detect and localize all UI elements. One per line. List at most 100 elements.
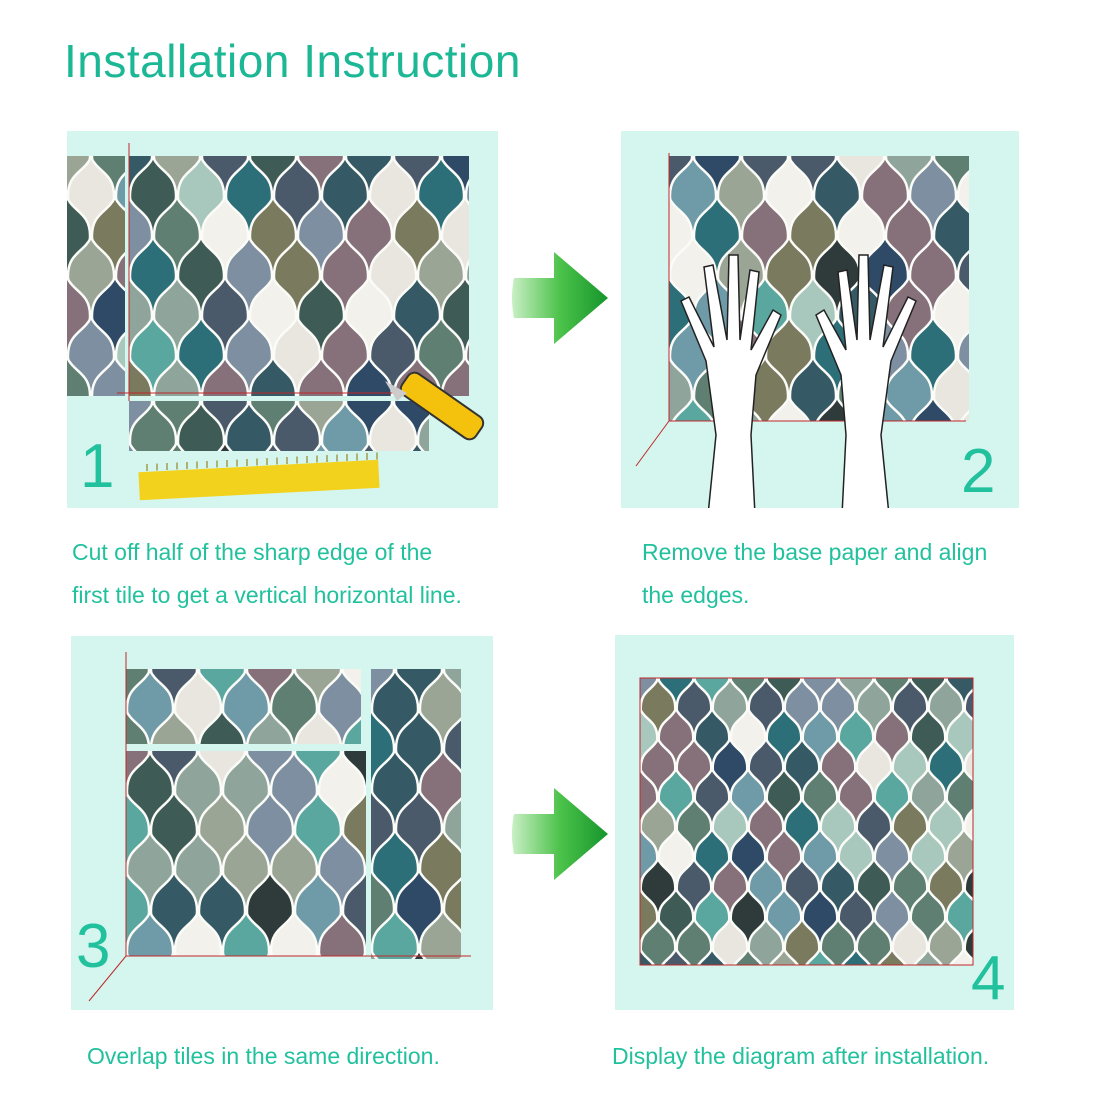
tile <box>200 354 250 396</box>
tile <box>464 179 469 213</box>
tile <box>490 442 498 508</box>
tile <box>713 979 748 1010</box>
tile <box>371 707 396 791</box>
tile <box>266 949 274 956</box>
tile <box>891 915 929 965</box>
tile <box>696 945 728 965</box>
tile <box>248 354 298 396</box>
tile <box>372 990 418 1010</box>
tile <box>983 889 1014 947</box>
tile <box>983 649 1014 707</box>
tile <box>126 869 151 953</box>
step-4-illustration <box>639 649 1014 1010</box>
tile <box>464 339 469 373</box>
tile <box>442 442 488 508</box>
tile <box>982 277 1019 355</box>
tile <box>492 950 493 1010</box>
tile <box>929 979 964 1010</box>
step-1-panel: 1 <box>67 131 498 508</box>
step-3-number: 3 <box>76 912 111 981</box>
tile <box>294 707 342 744</box>
tile <box>492 710 493 788</box>
tile <box>126 789 151 873</box>
tile <box>785 979 820 1010</box>
tile <box>1001 799 1014 857</box>
tile <box>361 439 377 451</box>
tile <box>641 979 676 1010</box>
tile <box>126 949 130 956</box>
tile <box>409 439 425 451</box>
step-1-caption-line-1: Cut off half of the sharp edge of the <box>72 539 433 565</box>
tile <box>788 354 838 421</box>
tile <box>362 949 366 956</box>
tile <box>319 992 365 1010</box>
tile <box>317 909 366 956</box>
tile <box>821 979 856 1010</box>
tile <box>927 915 965 965</box>
tile <box>67 354 92 396</box>
tile <box>371 907 420 959</box>
tile <box>169 439 185 451</box>
tile <box>840 945 872 965</box>
tile <box>459 956 461 959</box>
tile <box>884 354 934 421</box>
tile <box>640 915 677 965</box>
tile <box>893 979 928 1010</box>
step-2-caption-line-1: Remove the base paper and align <box>642 539 988 565</box>
tile <box>490 357 498 435</box>
tile <box>732 945 764 965</box>
tile <box>747 915 785 965</box>
tile <box>783 915 821 965</box>
tile <box>640 765 659 831</box>
tile-sheet <box>640 649 1014 1010</box>
tile <box>768 945 800 965</box>
tile <box>646 437 692 508</box>
tile <box>749 979 784 1010</box>
tile-sheet <box>126 751 437 1010</box>
tile <box>420 990 466 1010</box>
tile-sheet <box>129 401 498 508</box>
tile <box>173 909 223 956</box>
tile <box>640 705 659 771</box>
tile <box>490 197 498 275</box>
tile <box>170 949 178 956</box>
tile <box>466 482 498 508</box>
tile <box>129 401 178 451</box>
step-2-illustration <box>635 153 1019 508</box>
tile <box>368 401 418 451</box>
tile <box>418 482 464 508</box>
tile <box>660 945 692 965</box>
tile <box>983 709 1014 767</box>
step-3-illustration <box>88 636 493 1010</box>
tile <box>371 867 396 951</box>
tile <box>492 636 493 708</box>
tile <box>790 437 836 508</box>
tile <box>344 354 394 396</box>
tile <box>1006 317 1019 395</box>
tile <box>218 949 226 956</box>
tile <box>1001 739 1014 797</box>
ruler-icon <box>138 459 380 501</box>
step-4-panel: 4 <box>615 635 1014 1010</box>
arrow-right-icon <box>512 252 608 344</box>
tile <box>464 259 469 293</box>
tile <box>640 825 659 891</box>
tile <box>492 790 493 868</box>
tile <box>1006 397 1019 475</box>
tile <box>948 945 973 965</box>
tile <box>391 952 437 1010</box>
tile <box>320 401 370 451</box>
tile-sheet <box>67 156 125 396</box>
step-4-caption: Display the diagram after installation. <box>612 1043 990 1069</box>
tile <box>1001 859 1014 917</box>
tile <box>983 829 1014 887</box>
cutter-knife-icon <box>399 371 485 441</box>
tile <box>886 437 932 508</box>
tile <box>129 274 154 358</box>
tile <box>819 915 857 965</box>
tile <box>677 979 712 1010</box>
tile <box>468 990 493 1010</box>
tile <box>265 439 281 451</box>
tile <box>341 869 366 953</box>
tile <box>982 357 1019 435</box>
